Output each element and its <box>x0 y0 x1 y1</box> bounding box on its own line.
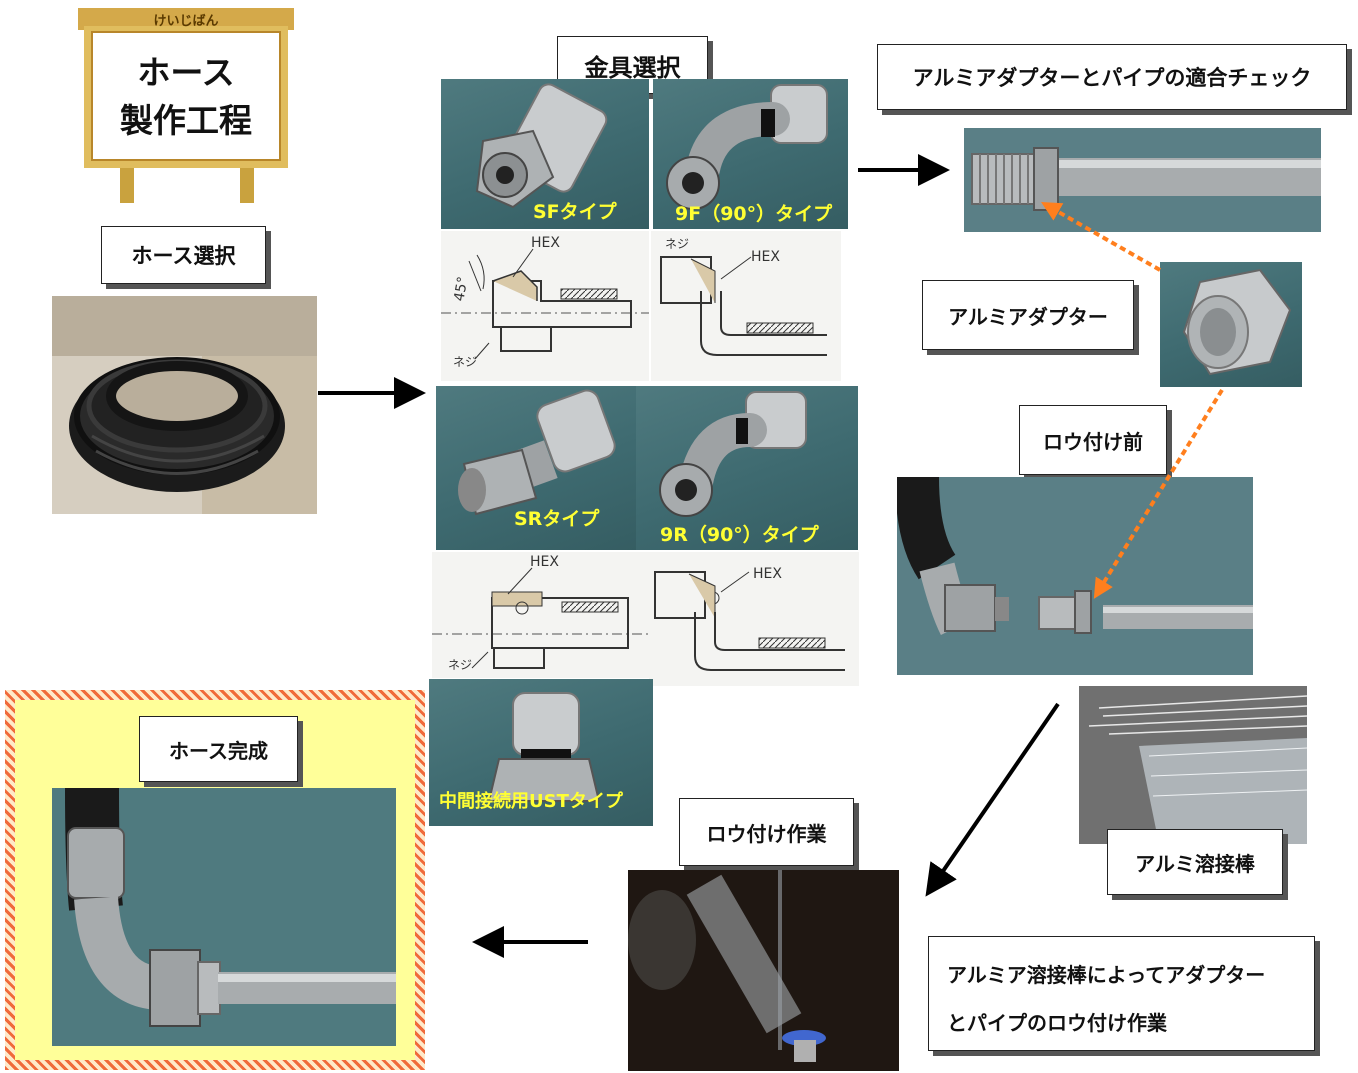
label-brazing-work: ロウ付け作業 <box>679 798 854 866</box>
caption-9f-type: 9F（90°）タイプ <box>675 203 833 225</box>
f90-fitting-drawing: HEX ネジ <box>651 231 841 381</box>
sf-fitting-photo: SFタイプ <box>441 79 649 229</box>
sr-fitting-photo: SRタイプ <box>436 386 639 550</box>
label-hose-complete: ホース完成 <box>139 716 298 782</box>
r90-fitting-photo: 9R（90°）タイプ <box>636 386 858 550</box>
sign-top-text: けいじばん <box>153 14 219 29</box>
brazing-desc-line2: とパイプのロウ付け作業 <box>947 1011 1167 1035</box>
hose-complete-photo <box>52 788 396 1046</box>
label-aluminum-adapter: アルミアダプター <box>922 280 1134 350</box>
caption-sf-type: SFタイプ <box>533 201 617 223</box>
r90-fitting-drawing: HEX <box>649 552 859 686</box>
drawing-hex-label-3: HEX <box>530 554 559 570</box>
brazing-work-photo <box>628 870 899 1071</box>
drawing-hex-label-4: HEX <box>753 566 782 582</box>
caption-sr-type: SRタイプ <box>514 508 600 530</box>
label-before-brazing: ロウ付け前 <box>1019 405 1167 475</box>
caption-9r-type: 9R（90°）タイプ <box>660 524 819 546</box>
welding-rod-photo <box>1079 686 1307 844</box>
arrow-to-brazing <box>925 702 1060 897</box>
sf-fitting-drawing: HEX 45° ネジ <box>441 231 649 381</box>
adapter-pipe-photo <box>964 128 1321 232</box>
label-hose-select: ホース選択 <box>101 226 266 284</box>
caption-ust-type: 中間接続用USTタイプ <box>439 791 623 812</box>
drawing-hex-label-1: HEX <box>531 235 560 251</box>
adapter-photo <box>1160 262 1302 387</box>
before-brazing-photo <box>897 477 1253 675</box>
drawing-thread-label-2: ネジ <box>665 237 690 251</box>
label-adapter-check: アルミアダプターとパイプの適合チェック <box>877 44 1347 110</box>
sign-board: けいじばん ホース 製作工程 <box>78 6 294 206</box>
drawing-thread-label-3: ネジ <box>448 658 473 672</box>
drawing-thread-label-1: ネジ <box>453 355 478 369</box>
brazing-desc-line1: アルミア溶接棒によってアダプター <box>947 963 1266 987</box>
sign-title-line2: 製作工程 <box>120 101 252 140</box>
hose-coil-photo <box>52 296 317 514</box>
drawing-hex-label-2: HEX <box>751 249 780 265</box>
sr-fitting-drawing: HEX ネジ <box>432 552 649 678</box>
sign-title-line1: ホース <box>137 53 235 92</box>
label-welding-rod: アルミ溶接棒 <box>1107 829 1283 895</box>
ust-fitting-photo: 中間接続用USTタイプ <box>429 679 653 826</box>
brazing-desc-box: アルミア溶接棒によってアダプター とパイプのロウ付け作業 <box>928 936 1315 1051</box>
sign-board-graphic <box>78 8 294 203</box>
f90-fitting-photo: 9F（90°）タイプ <box>653 79 848 229</box>
